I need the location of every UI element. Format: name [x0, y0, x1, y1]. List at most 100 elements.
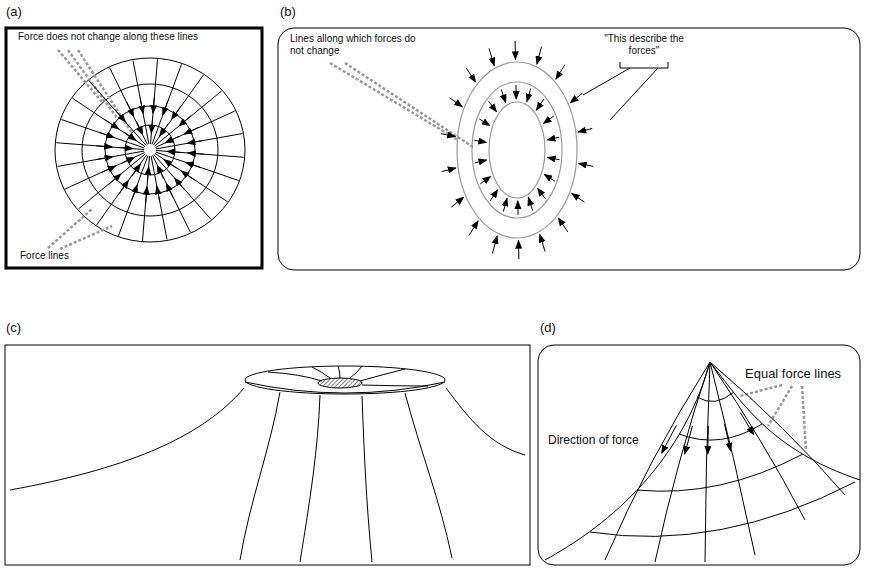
force-arrow [544, 174, 555, 181]
force-arrow [188, 153, 204, 154]
callout-label: Lines allong which forces do not change [290, 33, 422, 57]
force-arrow [451, 197, 463, 207]
force-line [89, 81, 146, 146]
force-arrow [540, 234, 545, 251]
force-arrow [490, 190, 497, 201]
force-arrow [517, 201, 518, 215]
force-line [56, 59, 243, 240]
callout-label: Force does not change along these lines [18, 31, 198, 43]
force-arrow [466, 68, 476, 82]
force-line [58, 151, 145, 166]
force-arrow [147, 167, 148, 182]
force-arrow [115, 110, 125, 122]
force-arrow [724, 424, 730, 451]
force-line [155, 153, 227, 201]
force-arrow [157, 186, 160, 202]
callout-label: Equal force lines [745, 366, 841, 382]
direction-line [655, 362, 710, 562]
force-arrow [537, 47, 542, 65]
force-arrow [181, 171, 194, 180]
bracket-line [583, 62, 668, 120]
force-arrow [543, 116, 553, 123]
force-line [61, 119, 144, 147]
force-arrow [163, 100, 168, 115]
callout-label: "This describe the forces" [594, 33, 694, 57]
force-arrow [118, 147, 133, 148]
force-field-circles [55, 58, 245, 242]
force-arrow [187, 140, 203, 143]
force-line [153, 75, 203, 145]
panel-frame [278, 28, 860, 270]
force-arrow [441, 41, 593, 259]
force-line [78, 154, 145, 209]
force-line [155, 111, 234, 147]
force-arrow [740, 413, 753, 435]
force-arrow [572, 193, 585, 202]
direction-line [605, 362, 710, 560]
force-arrow [165, 136, 179, 142]
force-arrow [547, 137, 559, 140]
force-arrow [685, 426, 693, 454]
force-line [153, 155, 191, 232]
force-arrow [164, 160, 176, 169]
force-arrow [528, 197, 532, 210]
force-line [151, 156, 167, 240]
force-arrow [166, 183, 173, 197]
force-arrow [132, 164, 141, 176]
force-arrow [474, 140, 486, 142]
callout-label: Direction of force [548, 433, 639, 447]
force-arrow [121, 157, 135, 163]
leader-line [48, 50, 132, 249]
force-arrow [579, 164, 593, 167]
force-arrow [157, 165, 163, 179]
force-line [152, 64, 181, 144]
force-arrow [578, 128, 592, 132]
force-arrow [160, 124, 169, 136]
force-line [65, 153, 144, 189]
force-arrow [136, 121, 142, 135]
force-line [73, 98, 145, 146]
force-line [133, 60, 149, 144]
direction-line [710, 362, 845, 495]
panel-frame [538, 345, 860, 565]
force-line [97, 155, 147, 225]
force-arrow [548, 158, 560, 160]
leader-line [740, 385, 806, 450]
equal-force-ellipses [457, 62, 577, 238]
force-arrow [527, 88, 531, 101]
force-arrow [167, 151, 182, 152]
force-arrow [119, 180, 128, 193]
direction-line [605, 362, 845, 562]
force-line [118, 156, 147, 236]
panel-letter: (c) [6, 320, 21, 336]
force-arrow [97, 157, 113, 160]
callout-label: Force lines [20, 250, 69, 262]
force-arrow [515, 85, 516, 99]
force-arrow [475, 160, 487, 163]
force-arrow [518, 241, 519, 259]
force-arrow [707, 426, 709, 454]
force-arrow [558, 218, 568, 232]
leader-line [330, 63, 473, 147]
panel-frame [5, 345, 530, 565]
force-arrow [469, 221, 478, 235]
force-arrow [536, 99, 543, 110]
direction-line [705, 362, 710, 562]
force-arrow [501, 89, 505, 102]
force-arrow [99, 132, 114, 137]
force-line [155, 91, 222, 146]
force-arrow [441, 134, 455, 137]
force-line [156, 152, 239, 180]
force-arrow [489, 48, 494, 65]
force-hill [545, 362, 860, 560]
force-arrow [480, 177, 490, 184]
force-arrow [503, 198, 507, 211]
force-arrow [153, 97, 154, 113]
force-line [154, 155, 211, 220]
force-arrow [146, 187, 147, 203]
panel-letter: (b) [280, 4, 296, 20]
force-arrow [127, 102, 134, 116]
force-arrow [515, 41, 516, 59]
force-arrow [151, 118, 152, 133]
